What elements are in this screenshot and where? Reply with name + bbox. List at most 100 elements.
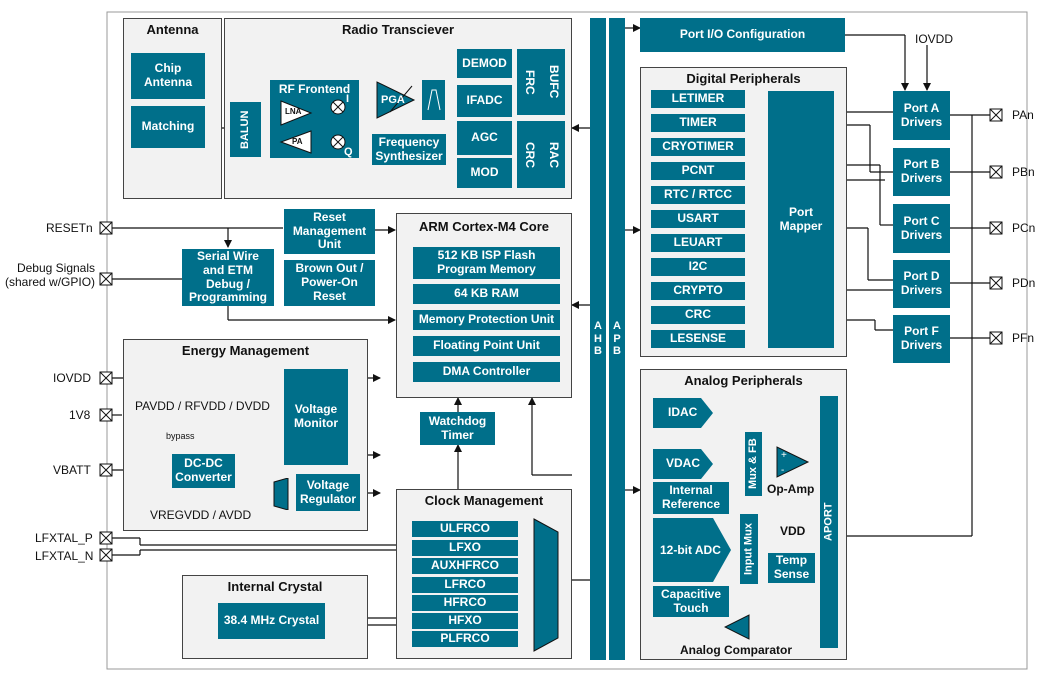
aport-block: APORT bbox=[820, 396, 838, 648]
pin-pd bbox=[989, 276, 1003, 290]
energy-title: Energy Management bbox=[181, 343, 310, 358]
bandpass-filter-icon bbox=[427, 89, 440, 111]
port-b-drivers: Port B Drivers bbox=[893, 148, 950, 196]
rf-frontend-label: RF Frontend bbox=[278, 82, 351, 96]
watchdog-timer-block: Watchdog Timer bbox=[420, 412, 495, 445]
internal-reference-block: Internal Reference bbox=[653, 482, 729, 514]
pin-debug bbox=[99, 272, 113, 286]
idac-label: IDAC bbox=[668, 405, 698, 419]
crystal-block: 38.4 MHz Crystal bbox=[218, 603, 325, 639]
mod-block: MOD bbox=[457, 158, 512, 188]
lfxo-block: LFXO bbox=[412, 540, 518, 556]
bypass-label: bypass bbox=[166, 431, 195, 441]
analog-title: Analog Peripherals bbox=[684, 373, 803, 388]
supplies-label: PAVDD / RFVDD / DVDD bbox=[135, 399, 270, 413]
balun-block: BALUN bbox=[230, 102, 261, 157]
reset-management-unit: Reset Management Unit bbox=[284, 209, 375, 254]
pa-label: PA bbox=[292, 137, 303, 146]
port-f-drivers: Port F Drivers bbox=[893, 315, 950, 363]
cryotimer-block: CRYOTIMER bbox=[651, 138, 745, 156]
pa-amp-icon bbox=[279, 130, 312, 154]
ahb-bus: A H B bbox=[590, 18, 606, 660]
pin-pc-label: PCn bbox=[1012, 221, 1036, 235]
dma-controller-block: DMA Controller bbox=[413, 362, 560, 382]
lfxtal-n-label: LFXTAL_N bbox=[35, 549, 94, 563]
pcnt-block: PCNT bbox=[651, 162, 745, 180]
svg-text:-: - bbox=[781, 465, 784, 476]
chip-antenna-block: Chip Antenna bbox=[131, 53, 205, 99]
pin-1v8 bbox=[99, 408, 113, 422]
lfrco-block: LFRCO bbox=[412, 577, 518, 593]
pin-lfxtal-p bbox=[99, 531, 113, 545]
ulfrco-block: ULFRCO bbox=[412, 521, 518, 537]
frequency-synthesizer-block: Frequency Synthesizer bbox=[372, 134, 446, 165]
analog-comparator-label: Analog Comparator bbox=[680, 643, 793, 657]
crc-block: CRC bbox=[651, 306, 745, 324]
pga-label: PGA bbox=[381, 94, 405, 106]
ifadc-block: IFADC bbox=[457, 85, 512, 117]
radio-title: Radio Transciever bbox=[342, 22, 454, 37]
filter-block bbox=[422, 80, 445, 120]
v1v8-label: 1V8 bbox=[69, 408, 91, 422]
serial-wire-debug-block: Serial Wire and ETM Debug / Programming bbox=[182, 249, 274, 306]
port-d-drivers: Port D Drivers bbox=[893, 260, 950, 308]
mpu-block: Memory Protection Unit bbox=[413, 310, 560, 330]
pin-iovdd bbox=[99, 371, 113, 385]
brown-out-reset: Brown Out / Power-On Reset bbox=[284, 260, 375, 306]
core-title: ARM Cortex-M4 Core bbox=[418, 219, 549, 234]
pin-lfxtal-n bbox=[99, 548, 113, 562]
vdac-shape bbox=[653, 449, 713, 479]
rf-frontend-symbols bbox=[279, 99, 346, 154]
flash-memory-block: 512 KB ISP Flash Program Memory bbox=[413, 247, 560, 279]
pin-pb bbox=[989, 165, 1003, 179]
crc-radio-block: CRC bbox=[517, 121, 541, 188]
leuart-block: LEUART bbox=[651, 234, 745, 252]
svg-text:+: + bbox=[781, 450, 787, 461]
clock-title: Clock Management bbox=[424, 493, 544, 508]
lesense-block: LESENSE bbox=[651, 330, 745, 348]
rtc-block: RTC / RTCC bbox=[651, 186, 745, 204]
apb-bus: A P B bbox=[609, 18, 625, 660]
pga-amp-icon bbox=[376, 81, 416, 119]
port-c-drivers: Port C Drivers bbox=[893, 204, 950, 253]
hfxo-block: HFXO bbox=[412, 613, 518, 629]
plfrco-block: PLFRCO bbox=[412, 631, 518, 647]
i-label: I bbox=[346, 93, 350, 105]
iovdd-top-label: IOVDD bbox=[915, 32, 954, 46]
agc-block: AGC bbox=[457, 121, 512, 155]
lna-amp-icon bbox=[280, 100, 313, 126]
hfrco-block: HFRCO bbox=[412, 595, 518, 611]
pin-vbatt bbox=[99, 463, 113, 477]
digital-title: Digital Peripherals bbox=[686, 71, 801, 86]
pin-pb-label: PBn bbox=[1012, 165, 1035, 179]
pin-pa bbox=[989, 108, 1003, 122]
opamp-label: Op-Amp bbox=[767, 482, 815, 496]
crystal-title: Internal Crystal bbox=[227, 579, 323, 594]
crypto-block: CRYPTO bbox=[651, 282, 745, 300]
iovdd-left-label: IOVDD bbox=[53, 371, 92, 385]
voltage-regulator-block: Voltage Regulator bbox=[296, 474, 360, 511]
pin-pa-label: PAn bbox=[1012, 108, 1034, 122]
port-io-configuration-block: Port I/O Configuration bbox=[640, 18, 845, 52]
mux-fb-block: Mux & FB bbox=[745, 432, 762, 496]
voltage-monitor-block: Voltage Monitor bbox=[284, 369, 348, 465]
vbatt-label: VBATT bbox=[53, 463, 91, 477]
clock-mux-icon bbox=[533, 518, 559, 652]
vdac-label: VDAC bbox=[666, 456, 701, 470]
pin-pc bbox=[989, 221, 1003, 235]
idac-shape bbox=[653, 398, 713, 428]
ram-block: 64 KB RAM bbox=[413, 284, 560, 304]
antenna-title: Antenna bbox=[146, 22, 199, 37]
rac-block: RAC bbox=[541, 121, 565, 188]
bufc-block: BUFC bbox=[541, 49, 565, 115]
auxhfrco-block: AUXHFRCO bbox=[412, 558, 518, 574]
dcdc-converter-block: DC-DC Converter bbox=[172, 454, 235, 488]
adc-label: 12-bit ADC bbox=[660, 543, 721, 557]
i2c-block: I2C bbox=[651, 258, 745, 276]
capacitive-touch-block: Capacitive Touch bbox=[653, 586, 729, 617]
port-mapper-block: Port Mapper bbox=[768, 91, 834, 348]
debug-signals-label: Debug Signals (shared w/GPIO) bbox=[5, 261, 96, 289]
input-mux-block: Input Mux bbox=[740, 514, 758, 584]
port-a-drivers: Port A Drivers bbox=[893, 91, 950, 140]
timer-block: TIMER bbox=[651, 114, 745, 132]
